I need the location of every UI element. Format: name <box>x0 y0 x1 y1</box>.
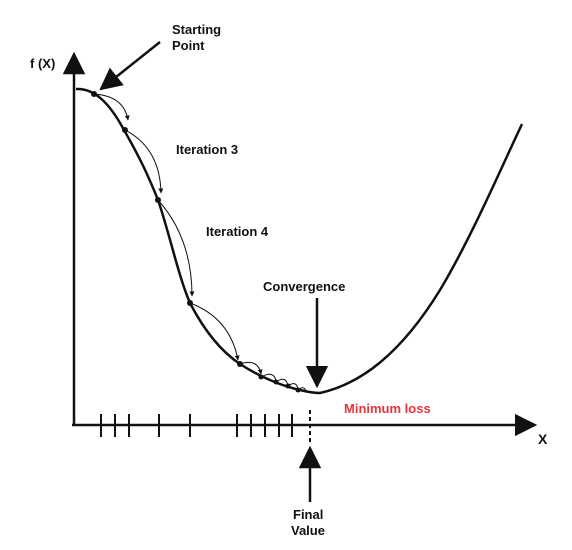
iterate-point <box>122 127 128 133</box>
iterate-point <box>273 379 279 385</box>
iterate-point <box>258 374 264 380</box>
step-arc <box>124 129 164 194</box>
iterate-point <box>295 387 301 393</box>
loss-curve <box>75 87 524 395</box>
iteration-4-label: Iteration 4 <box>206 224 269 239</box>
step-arc <box>189 302 240 361</box>
iterate-point <box>237 361 243 367</box>
x-axis-label: X <box>538 431 548 447</box>
starting-point-arrow <box>99 41 161 91</box>
convergence-label: Convergence <box>263 279 346 294</box>
starting-point-label-line1: Starting <box>172 22 222 37</box>
minimum-loss-label: Minimum loss <box>344 401 431 416</box>
step-arc <box>239 361 263 375</box>
step-arcs <box>93 93 307 392</box>
step-arc <box>93 93 130 121</box>
iteration-3-label: Iteration 3 <box>176 142 239 157</box>
iterate-point <box>155 197 161 203</box>
x-axis-ticks <box>100 414 293 437</box>
starting-point-label-line2: Point <box>172 38 205 53</box>
iterate-point <box>91 91 97 97</box>
iterate-point <box>187 300 193 306</box>
iterate-points <box>91 91 301 393</box>
final-value-label-line1: Final <box>293 507 324 522</box>
y-axis-label: f (X) <box>30 56 56 71</box>
final-value-label-line2: Value <box>291 523 325 538</box>
iterate-point <box>285 383 291 389</box>
step-arc <box>157 199 195 297</box>
